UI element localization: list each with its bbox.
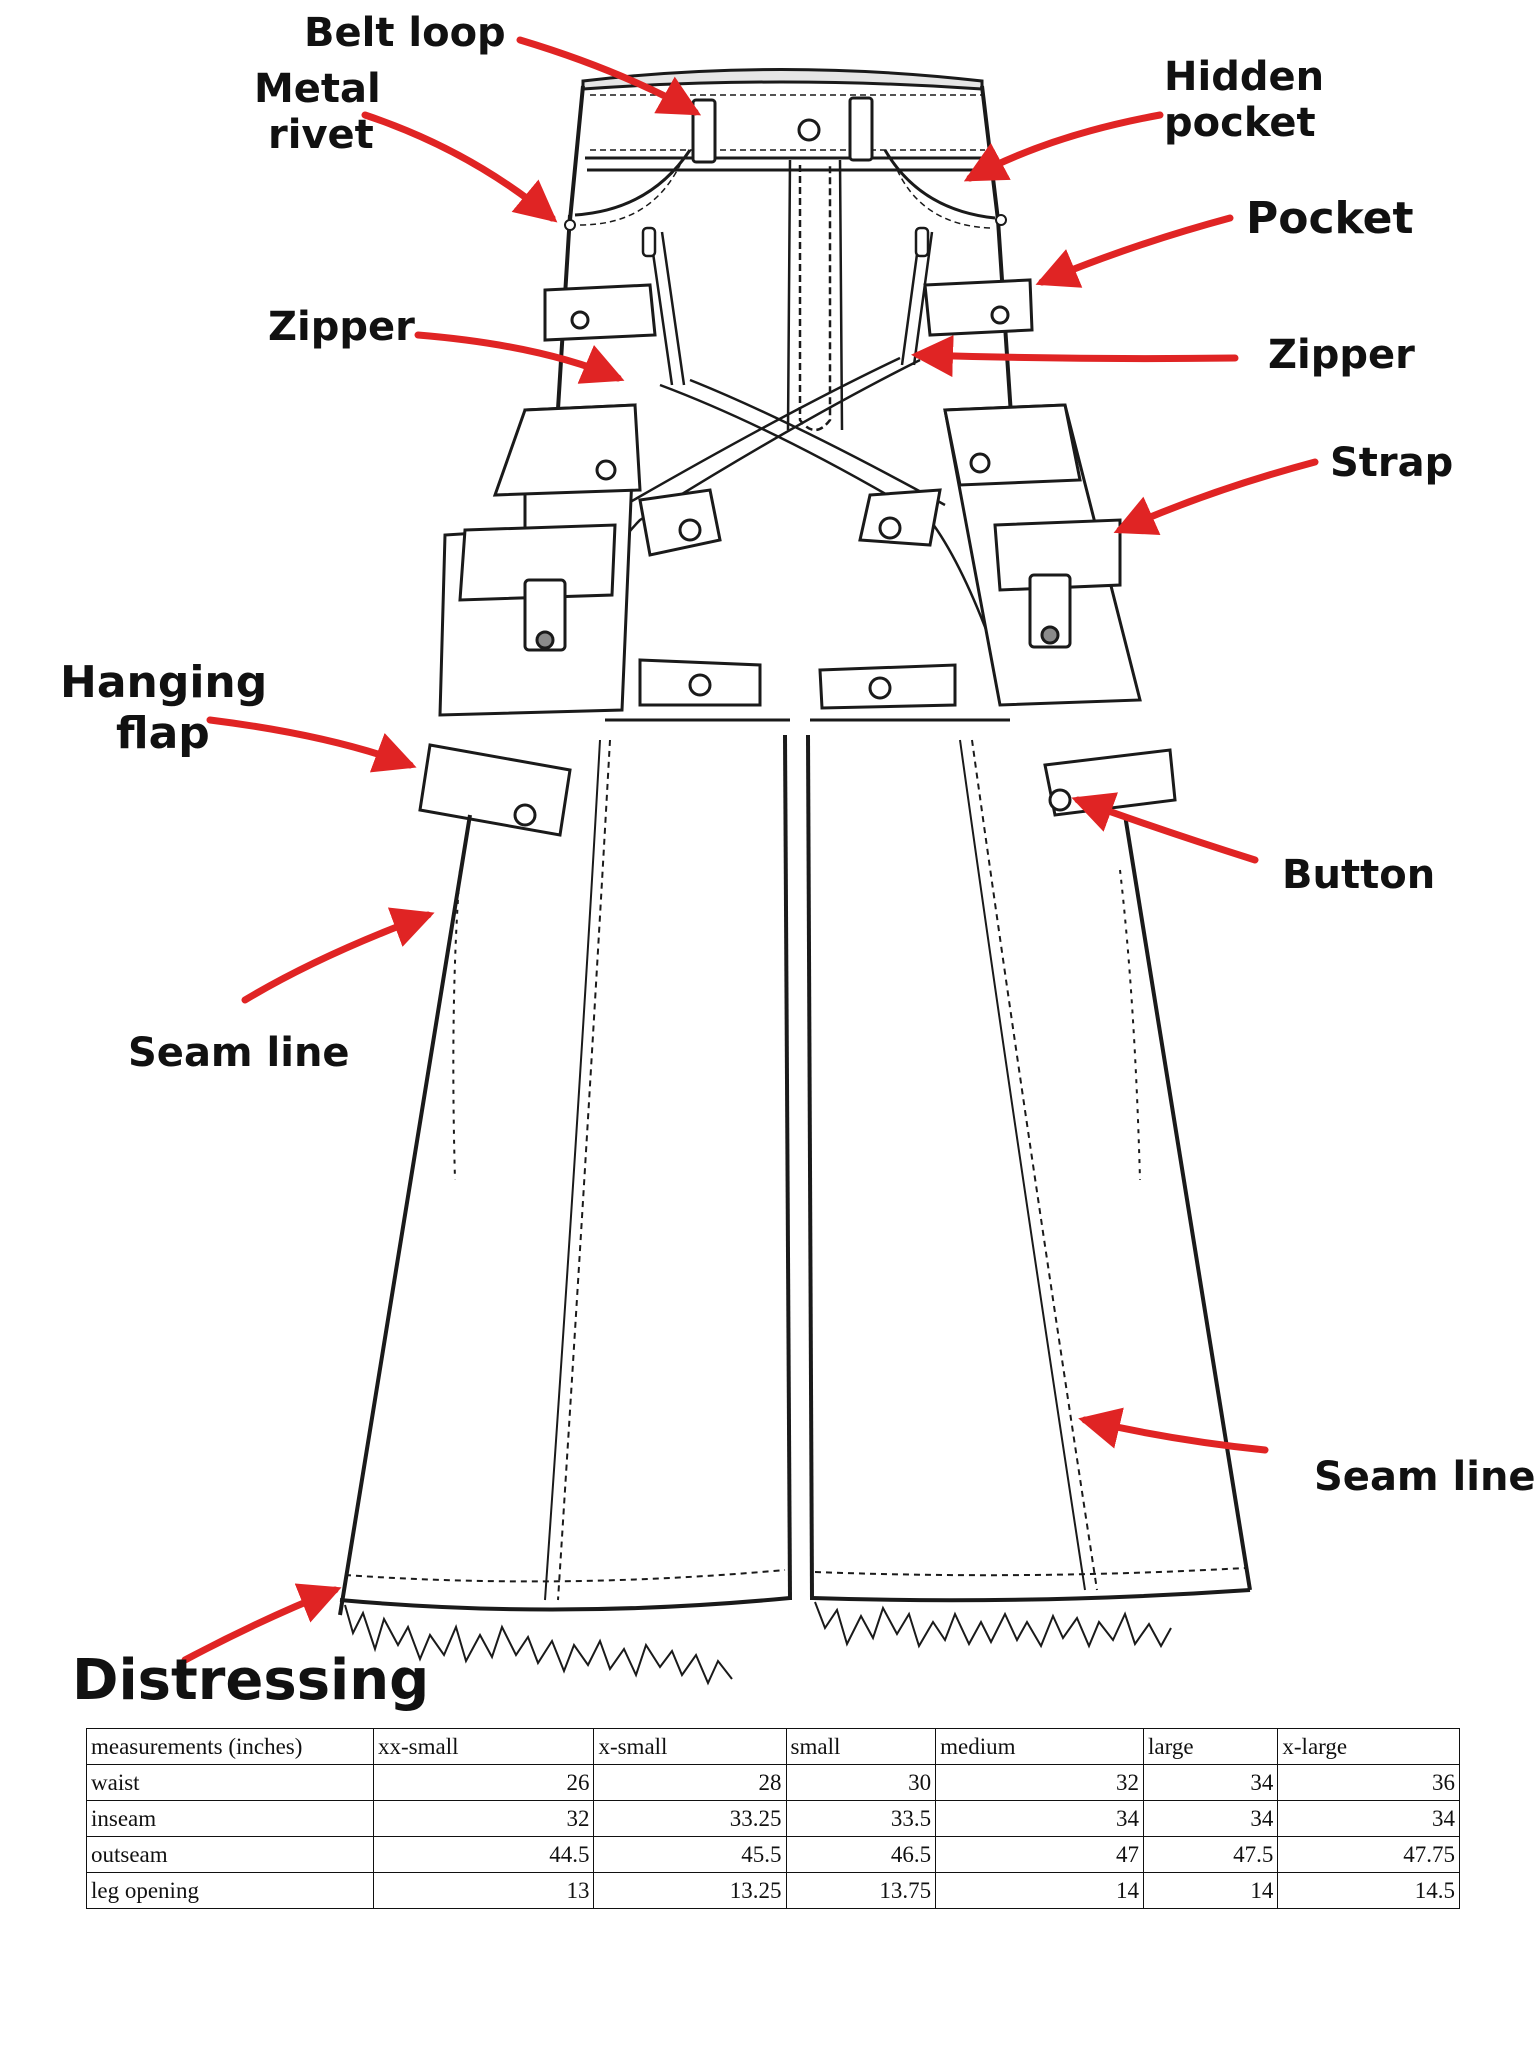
annotation-arrows	[181, 36, 1319, 1664]
waistband	[568, 68, 1000, 221]
table-cell: 33.25	[593, 1800, 787, 1837]
right-flap-pocket	[923, 278, 1034, 337]
arrow-pocket	[1035, 214, 1234, 288]
left-flap-pocket	[543, 283, 657, 342]
table-cell: 32	[935, 1764, 1145, 1801]
label-hanging-flap-line-1: Hanging	[60, 657, 268, 708]
table-cell: 34	[1143, 1764, 1279, 1801]
label-metal-rivet: Metal rivet	[254, 66, 381, 158]
table-cell: 44.5	[372, 1836, 595, 1873]
arrow-hidden-pocket	[963, 111, 1164, 182]
header-measurements: measurements (inches)	[86, 1728, 374, 1765]
arrow-zipper-right	[911, 335, 1239, 378]
header-small: small	[785, 1728, 937, 1765]
row-label-waist: waist	[86, 1764, 374, 1801]
arrow-zipper-left	[414, 331, 625, 384]
label-zipper-left: Zipper	[268, 304, 415, 350]
row-label-inseam: inseam	[86, 1800, 374, 1837]
label-hidden-pocket-line-2: pocket	[1164, 100, 1316, 146]
table-cell: 47.75	[1277, 1836, 1460, 1873]
arrow-distressing	[181, 1583, 342, 1664]
table-row: inseam 32 33.25 33.5 34 34 34	[86, 1800, 1460, 1837]
label-seam-line-left: Seam line	[128, 1030, 350, 1076]
header-x-large: x-large	[1277, 1728, 1460, 1765]
distressing-title: Distressing	[72, 1648, 430, 1713]
arrow-strap	[1113, 458, 1319, 535]
table-row: waist 26 28 30 32 34 36	[86, 1764, 1460, 1801]
label-seam-line-right: Seam line	[1314, 1454, 1536, 1500]
table-cell: 47.5	[1143, 1836, 1279, 1873]
table-cell: 26	[372, 1764, 595, 1801]
table-cell: 13	[372, 1872, 595, 1909]
header-large: large	[1143, 1728, 1279, 1765]
label-hanging-flap-line-2: flap	[116, 707, 210, 759]
table-cell: 45.5	[593, 1836, 787, 1873]
label-metal-rivet-line-1: Metal	[254, 66, 381, 112]
label-hidden-pocket: Hidden pocket	[1164, 54, 1324, 146]
table-row: leg opening 13 13.25 13.75 14 14 14.5	[86, 1872, 1460, 1909]
arrow-button	[1071, 792, 1259, 864]
belt-loops	[691, 96, 874, 164]
table-cell: 47	[935, 1836, 1145, 1873]
arrow-seam-line-right	[1078, 1407, 1269, 1454]
strap-buckles	[638, 488, 957, 710]
waist-button	[797, 118, 821, 142]
table-cell: 14	[1143, 1872, 1279, 1909]
row-label-outseam: outseam	[86, 1836, 374, 1873]
table-cell: 33.5	[785, 1800, 937, 1837]
label-pocket: Pocket	[1246, 193, 1414, 244]
seam-lines	[344, 739, 1246, 1601]
distressed-hem	[344, 1601, 1172, 1686]
table-row: outseam 44.5 45.5 46.5 47 47.5 47.75	[86, 1836, 1460, 1873]
table-cell: 30	[785, 1764, 937, 1801]
arrow-belt-loop	[516, 36, 702, 116]
arrow-metal-rivet	[361, 111, 558, 223]
size-measurement-table: measurements (inches) xx-small x-small s…	[86, 1728, 1460, 1909]
label-hidden-pocket-line-1: Hidden	[1164, 54, 1325, 100]
label-button: Button	[1282, 852, 1436, 898]
arrow-seam-line-left	[241, 907, 435, 1004]
label-metal-rivet-line-2: rivet	[268, 112, 374, 158]
label-zipper-right: Zipper	[1268, 332, 1415, 378]
label-strap: Strap	[1330, 440, 1454, 486]
header-x-small: x-small	[593, 1728, 787, 1765]
arrow-hanging-flap	[206, 716, 417, 773]
hanging-flaps	[418, 743, 1177, 837]
table-header-row: measurements (inches) xx-small x-small s…	[86, 1728, 1460, 1765]
table-cell: 46.5	[785, 1836, 937, 1873]
label-belt-loop: Belt loop	[304, 10, 506, 56]
header-xx-small: xx-small	[372, 1728, 595, 1765]
table-cell: 32	[372, 1800, 595, 1837]
fly	[786, 159, 844, 432]
table-cell: 34	[935, 1800, 1145, 1837]
table-cell: 34	[1143, 1800, 1279, 1837]
header-medium: medium	[935, 1728, 1145, 1765]
label-hanging-flap: Hanging flap	[60, 657, 268, 759]
table-cell: 13.75	[785, 1872, 937, 1909]
table-cell: 14	[935, 1872, 1145, 1909]
table-cell: 34	[1277, 1800, 1460, 1837]
left-cargo-pocket	[438, 403, 642, 717]
table-cell: 28	[593, 1764, 787, 1801]
table-cell: 13.25	[593, 1872, 787, 1909]
row-label-leg-opening: leg opening	[86, 1872, 374, 1909]
table-cell: 36	[1277, 1764, 1460, 1801]
right-cargo-pocket	[943, 403, 1142, 707]
legs	[338, 718, 1252, 1616]
front-zippers	[641, 226, 934, 386]
table-cell: 14.5	[1277, 1872, 1460, 1909]
